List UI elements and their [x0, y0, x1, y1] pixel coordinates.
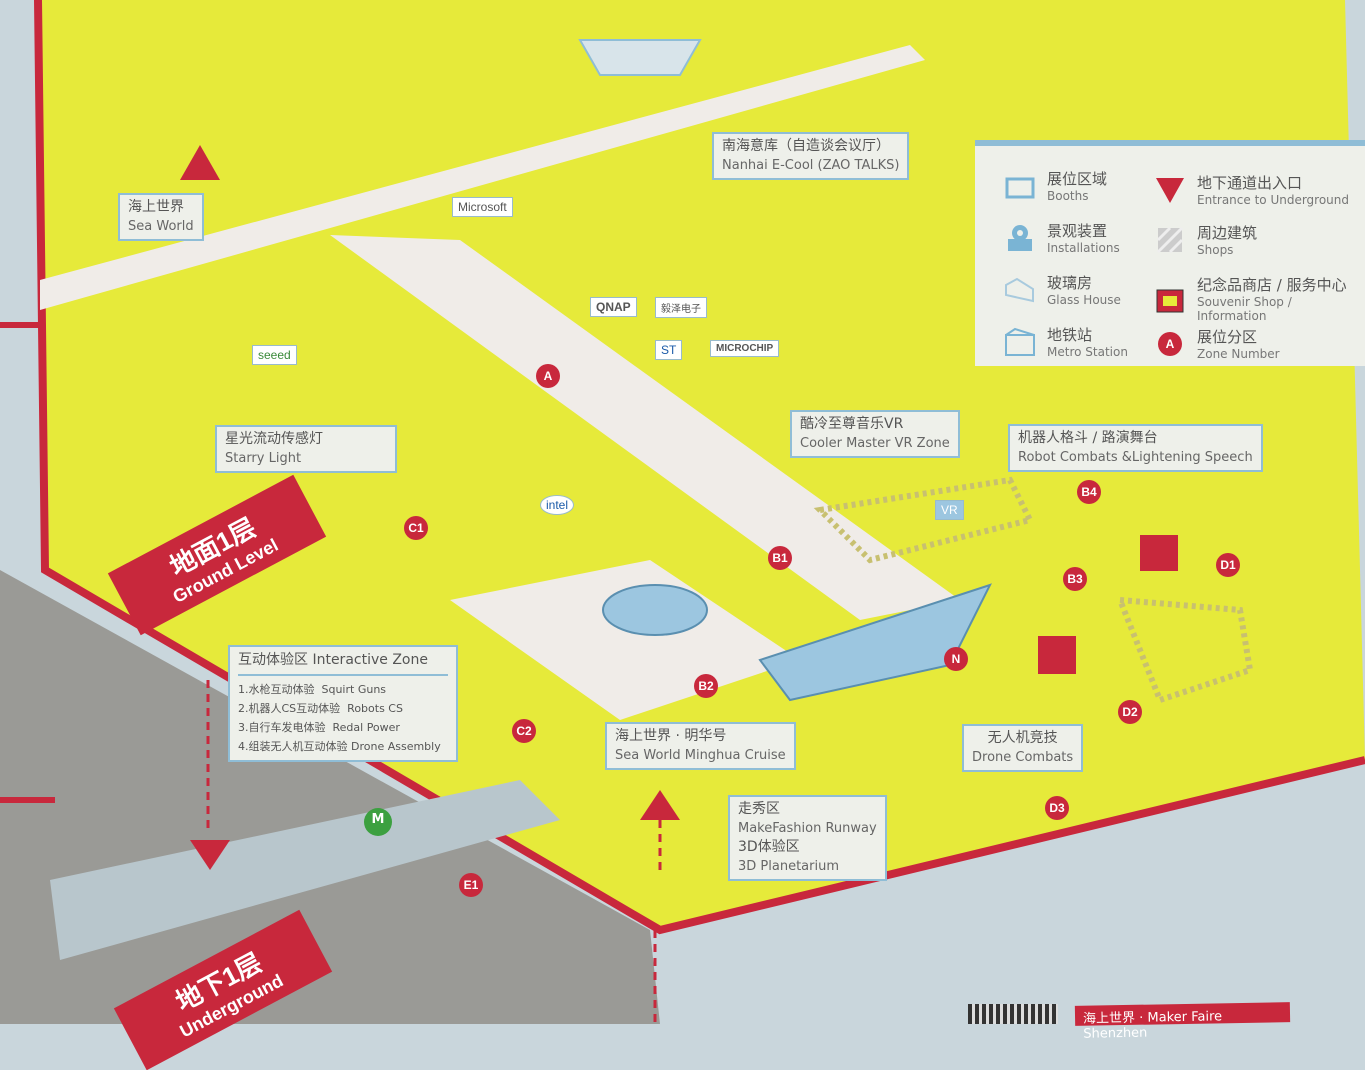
zone-badge: D1: [1216, 553, 1240, 577]
logo-microchip: MICROCHIP: [710, 340, 780, 357]
zone-number-icon: A: [1153, 329, 1187, 359]
vr-sign: VR: [935, 500, 964, 520]
hatched-square-icon: [1153, 225, 1187, 255]
zone-badge: D2: [1118, 700, 1142, 724]
interactive-item: 3.自行车发电体验 Redal Power: [238, 721, 400, 734]
red-triangle-icon: [1153, 175, 1187, 205]
qr-code[interactable]: [968, 1004, 1058, 1024]
zone-badge: D3: [1045, 796, 1069, 820]
souvenir-shop-icon: [1153, 284, 1187, 314]
metro-station-icon: [1003, 327, 1037, 357]
zone-badge: C1: [404, 516, 428, 540]
label-nanhai-ecool: 南海意库（自造谈会议厅）Nanhai E-Cool (ZAO TALKS): [712, 132, 910, 180]
interactive-title-en: Interactive Zone: [312, 652, 428, 668]
metro-icon: M: [371, 812, 385, 827]
interactive-item: 4.组装无人机互动体验 Drone Assembly: [238, 740, 441, 753]
zone-badge: A: [536, 364, 560, 388]
logo-intel: intel: [540, 495, 575, 515]
booth-icon: [1003, 171, 1037, 201]
zone-badge: B3: [1063, 567, 1087, 591]
interactive-title-zh: 互动体验区: [238, 652, 308, 668]
zone-badge: N: [944, 647, 968, 671]
logo-st: ST: [655, 340, 683, 360]
footer-banner: 海上世界 · Maker Faire Shenzhen: [1074, 1002, 1291, 1042]
logo-yize: 毅泽电子: [655, 297, 707, 318]
logo-microsoft: Microsoft: [452, 197, 513, 217]
zone-badge: C2: [512, 719, 536, 743]
logo-seeed: seeed: [252, 345, 297, 365]
zone-badge: E1: [459, 873, 483, 897]
zone-badge: B1: [768, 546, 792, 570]
logo-qnap: QNAP: [590, 297, 637, 317]
glass-house-icon: [1003, 275, 1037, 305]
interactive-item: 1.水枪互动体验 Squirt Guns: [238, 683, 387, 696]
zone-badge: B4: [1077, 480, 1101, 504]
interactive-zone-panel: 互动体验区 Interactive Zone 1.水枪互动体验 Squirt G…: [228, 645, 458, 762]
interactive-item: 2.机器人CS互动体验 Robots CS: [238, 702, 403, 715]
zone-badge: B2: [694, 674, 718, 698]
installation-icon: [1003, 223, 1037, 253]
